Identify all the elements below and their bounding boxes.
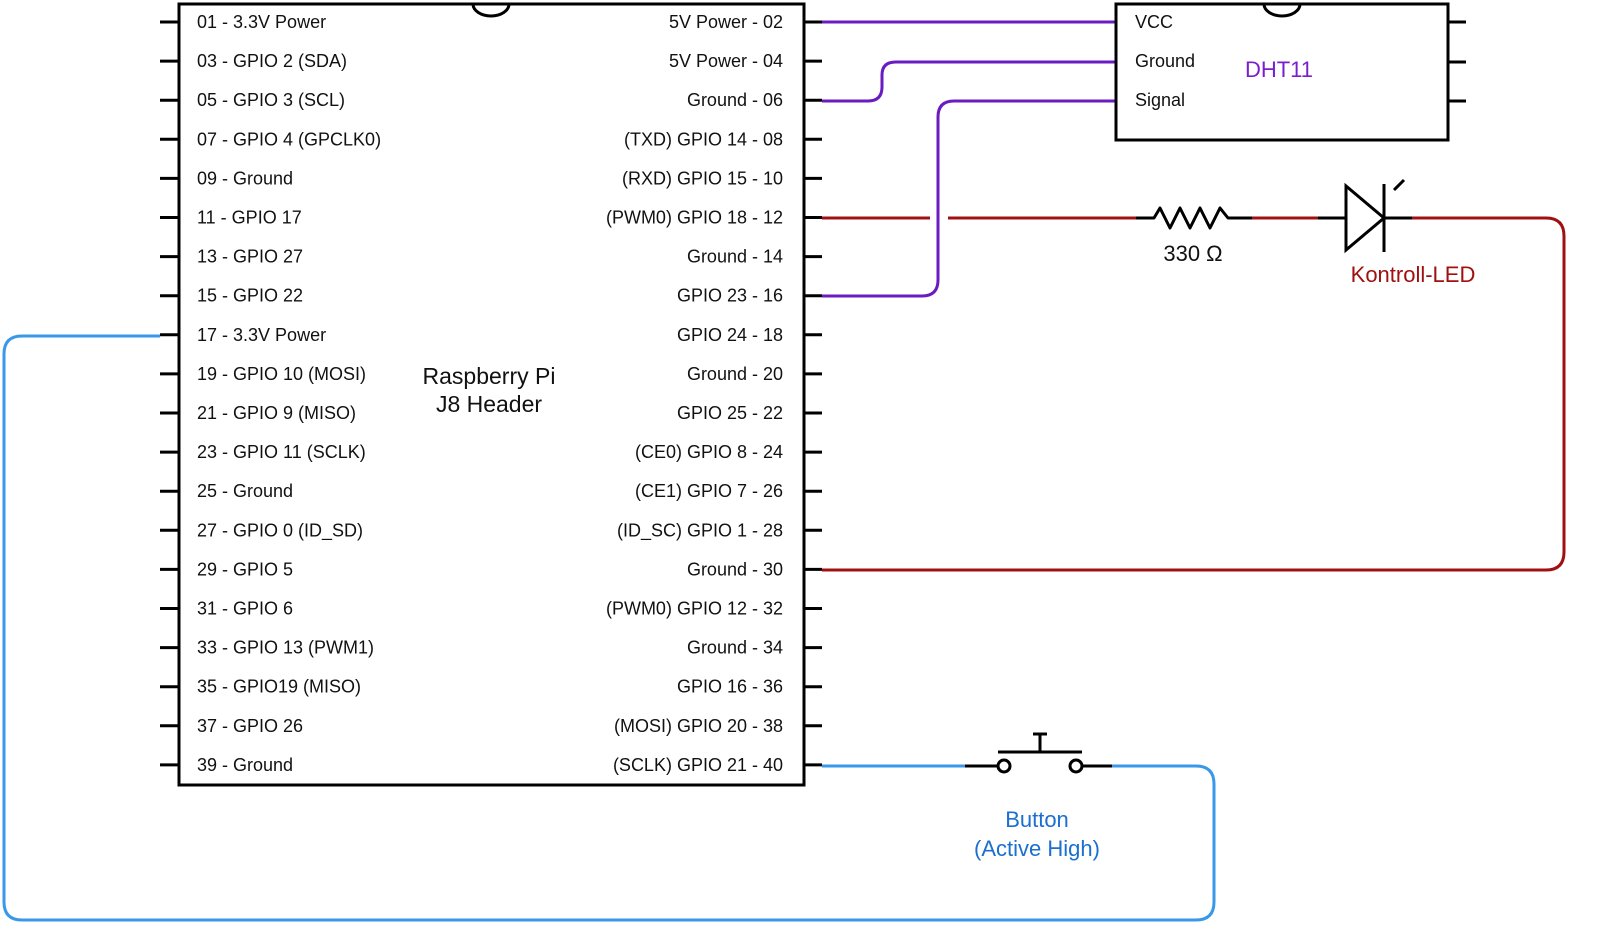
led-label: Kontroll-LED	[1351, 262, 1476, 287]
pin-label-right: GPIO 24 - 18	[677, 325, 783, 345]
header-outline	[177, 2, 806, 787]
pin-label-left: 35 - GPIO19 (MISO)	[197, 677, 361, 697]
pin-label-left: 29 - GPIO 5	[197, 559, 293, 579]
pin-label-left: 33 - GPIO 13 (PWM1)	[197, 638, 374, 658]
wire-dht-signal	[822, 99, 1116, 298]
pin-label-right: GPIO 25 - 22	[677, 403, 783, 423]
header-notch	[471, 3, 511, 18]
pin-label-right: GPIO 23 - 16	[677, 286, 783, 306]
pin-label-right: (CE1) GPIO 7 - 26	[635, 481, 783, 501]
pin-label-left: 31 - GPIO 6	[197, 599, 293, 619]
pin-label-right: Ground - 20	[687, 364, 783, 384]
button-contact-left	[996, 758, 1012, 774]
pin-label-right: Ground - 30	[687, 559, 783, 579]
pin-label-right: Ground - 06	[687, 90, 783, 110]
led-light-ray	[1392, 178, 1406, 192]
resistor-label: 330 Ω	[1163, 241, 1222, 266]
pin-label-left: 05 - GPIO 3 (SCL)	[197, 90, 345, 110]
pin-label-left: 37 - GPIO 26	[197, 716, 303, 736]
pin-label-left: 39 - Ground	[197, 755, 293, 775]
pin-label-left: 01 - 3.3V Power	[197, 12, 326, 32]
dht11-pin-ground: Ground	[1135, 51, 1195, 71]
dht11-pin-signal: Signal	[1135, 90, 1185, 110]
header-title-line2: J8 Header	[436, 391, 542, 417]
button-label-line2: (Active High)	[974, 836, 1100, 861]
pin-label-right: (MOSI) GPIO 20 - 38	[614, 716, 783, 736]
pin-label-left: 25 - Ground	[197, 481, 293, 501]
raspberry-pi-header: 01 - 3.3V Power 03 - GPIO 2 (SDA) 05 - GPI…	[160, 2, 822, 787]
pin-label-left: 21 - GPIO 9 (MISO)	[197, 403, 356, 423]
pin-label-left: 23 - GPIO 11 (SCLK)	[197, 442, 366, 462]
pin-label-right: (PWM0) GPIO 12 - 32	[606, 599, 783, 619]
control-led: Kontroll-LED	[1318, 178, 1476, 287]
dht11-name: DHT11	[1245, 57, 1313, 82]
pin-label-right: Ground - 34	[687, 638, 783, 658]
pin-label-left: 13 - GPIO 27	[197, 247, 303, 267]
wires	[2, 20, 1566, 922]
led-triangle	[1344, 182, 1387, 254]
pin-label-right: 5V Power - 02	[669, 12, 783, 32]
pin-label-left: 15 - GPIO 22	[197, 286, 303, 306]
pin-label-left: 27 - GPIO 0 (ID_SD)	[197, 520, 363, 541]
resistor-zigzag	[1136, 206, 1252, 230]
wire-dht-ground	[822, 60, 1116, 103]
left-pin-column: 01 - 3.3V Power 03 - GPIO 2 (SDA) 05 - GPI…	[160, 12, 381, 775]
pin-label-right: (CE0) GPIO 8 - 24	[635, 442, 783, 462]
wire-led-return	[822, 216, 1566, 572]
dht11-notch	[1262, 3, 1302, 18]
dht11-sensor: VCC Ground Signal DHT11	[1114, 2, 1466, 142]
pin-label-left: 09 - Ground	[197, 168, 293, 188]
push-button: Button (Active High)	[965, 732, 1112, 861]
pin-label-left: 19 - GPIO 10 (MOSI)	[197, 364, 366, 384]
pin-label-right: GPIO 16 - 36	[677, 677, 783, 697]
pin-label-left: 11 - GPIO 17	[197, 208, 302, 228]
pin-label-right: 5V Power - 04	[669, 51, 783, 71]
pin-label-right: Ground - 14	[687, 247, 783, 267]
pin-label-left: 03 - GPIO 2 (SDA)	[197, 51, 347, 71]
button-contact-right	[1068, 758, 1084, 774]
button-label-line1: Button	[1005, 807, 1069, 832]
wire-button-loop	[2, 334, 1216, 922]
pin-label-right: (SCLK) GPIO 21 - 40	[613, 755, 783, 775]
header-title-line1: Raspberry Pi	[423, 363, 556, 389]
pin-label-left: 07 - GPIO 4 (GPCLK0)	[197, 129, 381, 149]
pin-label-right: (PWM0) GPIO 18 - 12	[606, 208, 783, 228]
dht11-outline	[1114, 2, 1450, 142]
pin-label-right: (ID_SC) GPIO 1 - 28	[617, 520, 783, 541]
dht11-pin-vcc: VCC	[1135, 12, 1173, 32]
pin-label-left: 17 - 3.3V Power	[197, 325, 326, 345]
resistor-330: 330 Ω	[1136, 206, 1252, 266]
pin-label-right: (TXD) GPIO 14 - 08	[624, 129, 783, 149]
right-pin-column: 5V Power - 02 5V Power - 04 Ground - 06 (TX…	[606, 12, 822, 775]
pin-label-right: (RXD) GPIO 15 - 10	[622, 168, 783, 188]
